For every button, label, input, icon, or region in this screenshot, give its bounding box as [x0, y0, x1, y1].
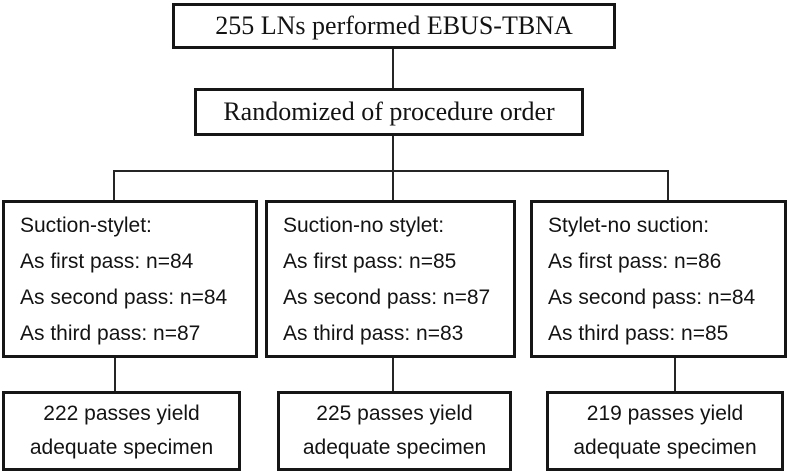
- outcome-line-2: adequate specimen: [29, 436, 214, 459]
- arm-second-pass: As second pass: n=84: [20, 286, 228, 309]
- arm-title: Suction-no stylet:: [283, 214, 445, 237]
- outcome-line-2: adequate specimen: [302, 436, 487, 459]
- arm-second-pass: As second pass: n=87: [283, 286, 491, 309]
- connector-split-to-left-arm: [113, 170, 115, 201]
- connector-right-arm-to-outcome: [674, 358, 676, 391]
- box-outcome-suction-no-stylet: 225 passes yield adequate specimen: [277, 391, 512, 471]
- connector-top-to-randomization: [392, 49, 394, 88]
- arm-first-pass: As first pass: n=86: [548, 250, 722, 273]
- box-total-lns-label: 255 LNs performed EBUS-TBNA: [215, 11, 573, 40]
- box-randomization: Randomized of procedure order: [194, 88, 584, 136]
- arm-second-pass: As second pass: n=84: [548, 286, 756, 309]
- box-outcome-suction-stylet: 222 passes yield adequate specimen: [2, 391, 241, 471]
- connector-split-horizontal: [113, 170, 669, 172]
- arm-first-pass: As first pass: n=85: [283, 250, 457, 273]
- outcome-line-1: 219 passes yield: [586, 402, 744, 425]
- connector-randomization-to-middle-arm: [392, 136, 394, 200]
- outcome-line-1: 225 passes yield: [316, 402, 473, 425]
- arm-third-pass: As third pass: n=85: [548, 322, 729, 345]
- box-arm-suction-no-stylet: Suction-no stylet: As first pass: n=85 A…: [265, 200, 516, 358]
- connector-middle-arm-to-outcome: [392, 358, 394, 391]
- arm-third-pass: As third pass: n=87: [20, 322, 201, 345]
- arm-title: Stylet-no suction:: [548, 214, 710, 237]
- box-randomization-label: Randomized of procedure order: [223, 97, 555, 126]
- connector-split-to-right-arm: [667, 170, 669, 201]
- connector-left-arm-to-outcome: [114, 358, 116, 391]
- outcome-line-1: 222 passes yield: [43, 402, 200, 425]
- arm-first-pass: As first pass: n=84: [20, 250, 194, 273]
- arm-third-pass: As third pass: n=83: [283, 322, 464, 345]
- arm-title: Suction-stylet:: [20, 214, 152, 237]
- box-arm-suction-stylet: Suction-stylet: As first pass: n=84 As s…: [2, 200, 258, 358]
- box-total-lns: 255 LNs performed EBUS-TBNA: [172, 3, 616, 49]
- box-outcome-stylet-no-suction: 219 passes yield adequate specimen: [546, 391, 784, 471]
- box-arm-stylet-no-suction: Stylet-no suction: As first pass: n=86 A…: [530, 200, 787, 358]
- outcome-line-2: adequate specimen: [573, 436, 757, 459]
